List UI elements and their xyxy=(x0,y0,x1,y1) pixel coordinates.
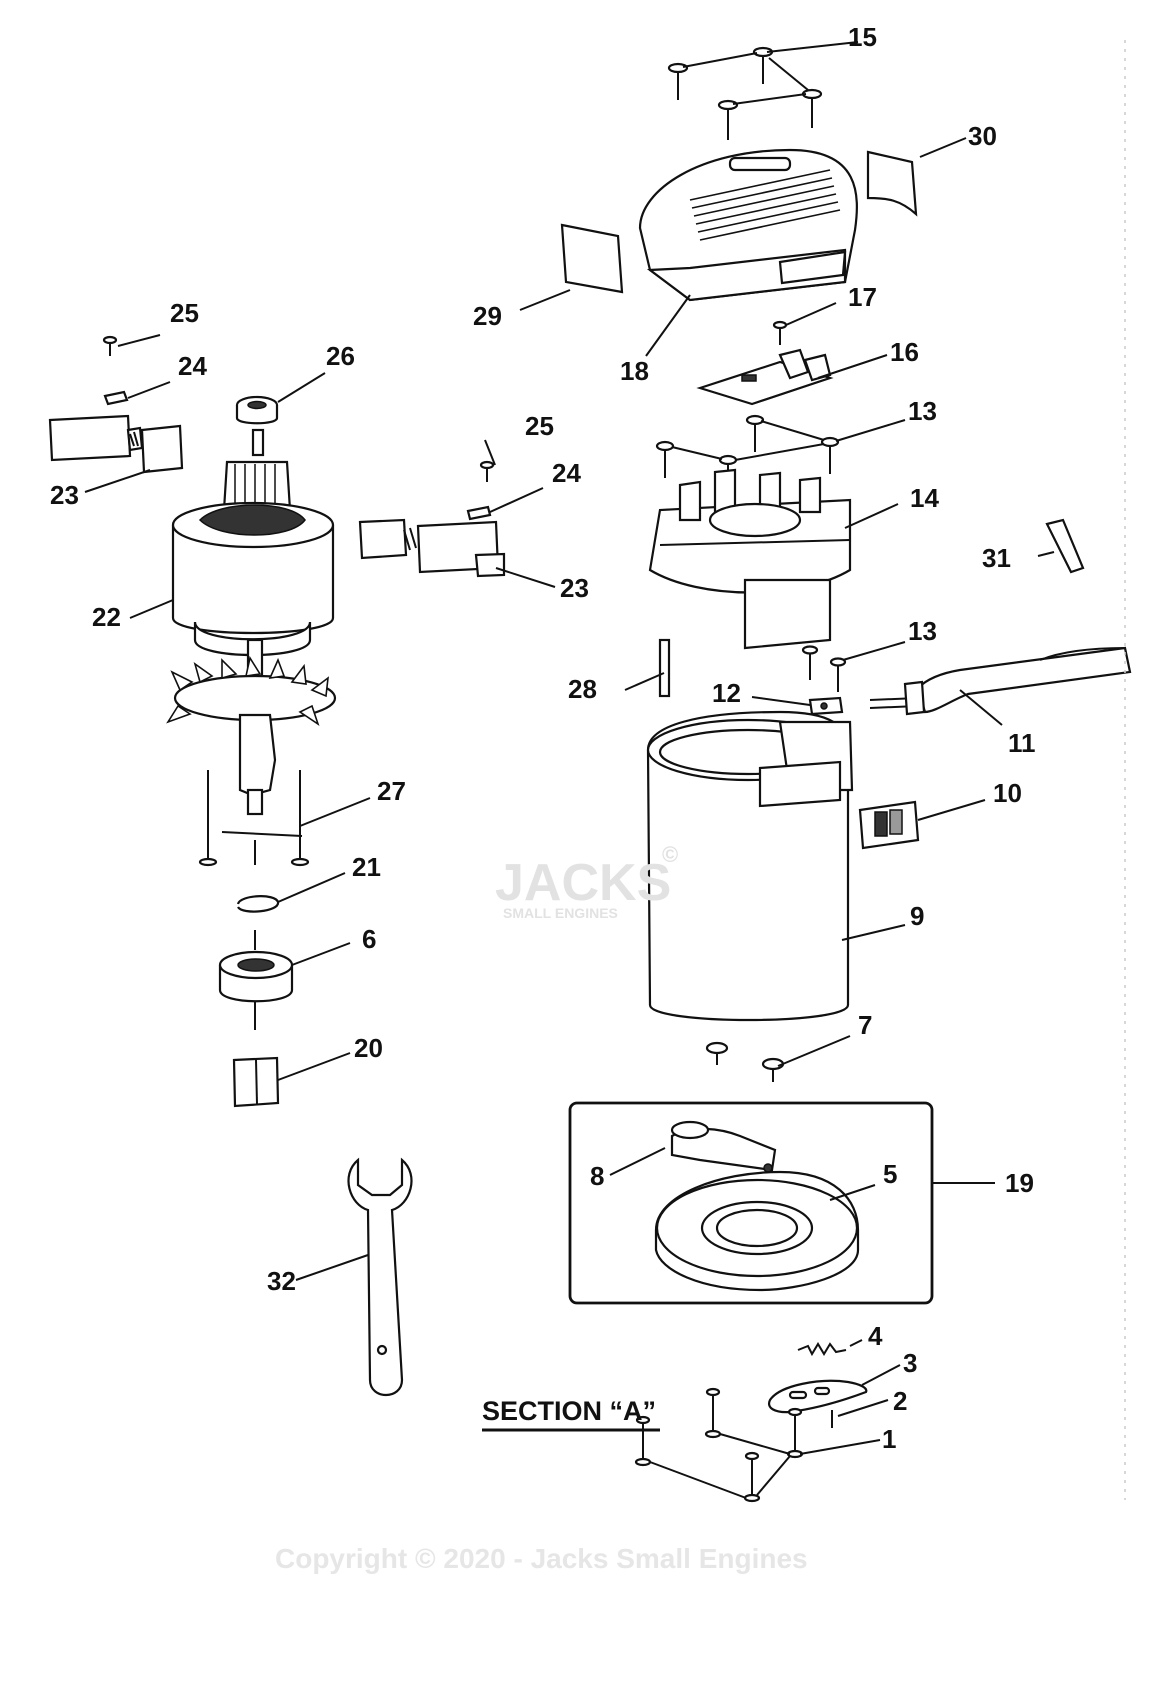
wrench-32 xyxy=(347,1157,413,1396)
screw-15a xyxy=(667,62,689,100)
bearing-6 xyxy=(218,950,294,1003)
label-8: 8 xyxy=(590,1161,604,1191)
label-25-left: 25 xyxy=(170,298,199,328)
top-cover xyxy=(638,148,858,302)
screw-25-left xyxy=(102,335,118,356)
label-29: 29 xyxy=(473,301,502,331)
label-6: 6 xyxy=(362,924,376,954)
fan xyxy=(166,655,337,816)
screw-group-7 xyxy=(705,1041,785,1082)
watermark-text: JACKS xyxy=(495,854,671,912)
label-13-upper: 13 xyxy=(908,396,937,426)
screw-group-13-lower xyxy=(801,641,906,692)
brush-23-mid xyxy=(358,518,506,578)
label-23-left: 23 xyxy=(50,480,79,510)
label-9: 9 xyxy=(910,901,924,931)
label-32: 32 xyxy=(267,1266,296,1296)
label-15: 15 xyxy=(848,22,877,52)
label-5: 5 xyxy=(883,1159,897,1189)
label-21: 21 xyxy=(352,852,381,882)
screw-15d xyxy=(801,88,823,128)
label-27: 27 xyxy=(377,776,406,806)
screw-17 xyxy=(772,320,788,345)
label-2: 2 xyxy=(893,1386,907,1416)
label-17: 17 xyxy=(848,282,877,312)
bearing-26 xyxy=(235,395,279,425)
power-cord-11 xyxy=(869,646,1132,716)
label-1: 1 xyxy=(882,1424,896,1454)
label-11: 11 xyxy=(1008,728,1036,758)
label-23-mid: 23 xyxy=(560,573,589,603)
spring-4 xyxy=(797,1342,847,1357)
lock-plate-3 xyxy=(768,1379,868,1414)
screw-group-15 xyxy=(667,41,859,140)
label-22: 22 xyxy=(92,602,121,632)
switch-10 xyxy=(858,800,920,850)
watermark-subtext: SMALL ENGINES xyxy=(503,905,618,921)
pins-27 xyxy=(198,770,310,867)
screw-25-mid xyxy=(479,460,495,482)
collet-nut-20 xyxy=(232,1056,280,1108)
label-25-mid: 25 xyxy=(525,411,554,441)
section-19-box xyxy=(568,1101,934,1305)
clip-24-left xyxy=(103,390,129,406)
motor-housing-9 xyxy=(646,710,854,1022)
label-31: 31 xyxy=(982,543,1011,573)
label-24-left: 24 xyxy=(178,351,207,381)
leader-lines xyxy=(84,137,1055,1417)
label-7: 7 xyxy=(858,1010,872,1040)
terminal-12 xyxy=(808,696,844,716)
watermark-mark: © xyxy=(662,842,678,867)
lock-lever-8 xyxy=(670,1120,777,1173)
copyright-text: Copyright © 2020 - Jacks Small Engines xyxy=(275,1543,808,1574)
label-4: 4 xyxy=(868,1321,883,1351)
screw-15c xyxy=(717,99,739,140)
label-30-sticker xyxy=(866,150,918,217)
watermark-logo: JACKS © SMALL ENGINES xyxy=(495,842,678,921)
retaining-ring-21 xyxy=(236,895,280,913)
label-12: 12 xyxy=(712,678,741,708)
label-29-sticker xyxy=(560,223,624,294)
label-18: 18 xyxy=(620,356,649,386)
strip-28 xyxy=(658,638,671,698)
label-28: 28 xyxy=(568,674,597,704)
label-13-lower: 13 xyxy=(908,616,937,646)
base-plate-5 xyxy=(654,1170,860,1292)
label-19: 19 xyxy=(1005,1168,1034,1198)
circuit-board-16 xyxy=(696,348,834,406)
clip-24-mid xyxy=(466,505,492,521)
label-24-mid: 24 xyxy=(552,458,581,488)
label-20: 20 xyxy=(354,1033,383,1063)
label-10: 10 xyxy=(993,778,1022,808)
label-30: 30 xyxy=(968,121,997,151)
brush-23-left xyxy=(48,414,184,474)
screw-group-1 xyxy=(634,1387,881,1503)
section-a-title: SECTION “A” xyxy=(482,1396,656,1426)
label-16: 16 xyxy=(890,337,919,367)
label-14: 14 xyxy=(910,483,939,513)
armature-stator-22 xyxy=(171,428,335,692)
label-3: 3 xyxy=(903,1348,917,1378)
brush-holder-housing-14 xyxy=(648,468,852,650)
part-31 xyxy=(1045,518,1085,574)
label-26: 26 xyxy=(326,341,355,371)
